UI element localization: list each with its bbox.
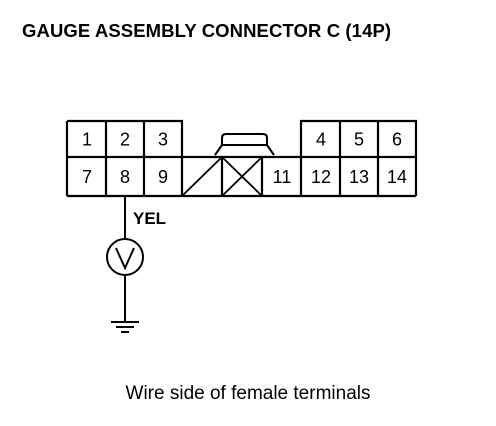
- blank-cavity-x-b: [221, 156, 263, 197]
- terminal-label: 12: [311, 167, 331, 187]
- terminal-label: 7: [82, 167, 92, 187]
- terminal-label: 8: [120, 167, 130, 187]
- blanked-cavities: [181, 156, 263, 197]
- ground-icon: [111, 321, 139, 333]
- terminal-label: 2: [120, 130, 130, 150]
- terminal-label: 5: [354, 130, 364, 150]
- terminal-label: 6: [392, 130, 402, 150]
- connector-outline: [65, 119, 418, 198]
- terminal-label: 1: [82, 130, 92, 150]
- terminal-label: 4: [316, 130, 326, 150]
- diagram-title: GAUGE ASSEMBLY CONNECTOR C (14P): [22, 20, 392, 41]
- wire-color-label: YEL: [133, 209, 166, 228]
- connector-lock-tab: [214, 133, 275, 156]
- terminal-label: 9: [158, 167, 168, 187]
- blank-cavity-slash: [181, 156, 223, 197]
- terminal-label: 3: [158, 130, 168, 150]
- terminal-label: 14: [387, 167, 407, 187]
- diagram-caption: Wire side of female terminals: [125, 383, 371, 404]
- terminal-label: 13: [349, 167, 369, 187]
- terminal-label: 11: [273, 167, 292, 187]
- voltmeter-icon: [106, 238, 144, 276]
